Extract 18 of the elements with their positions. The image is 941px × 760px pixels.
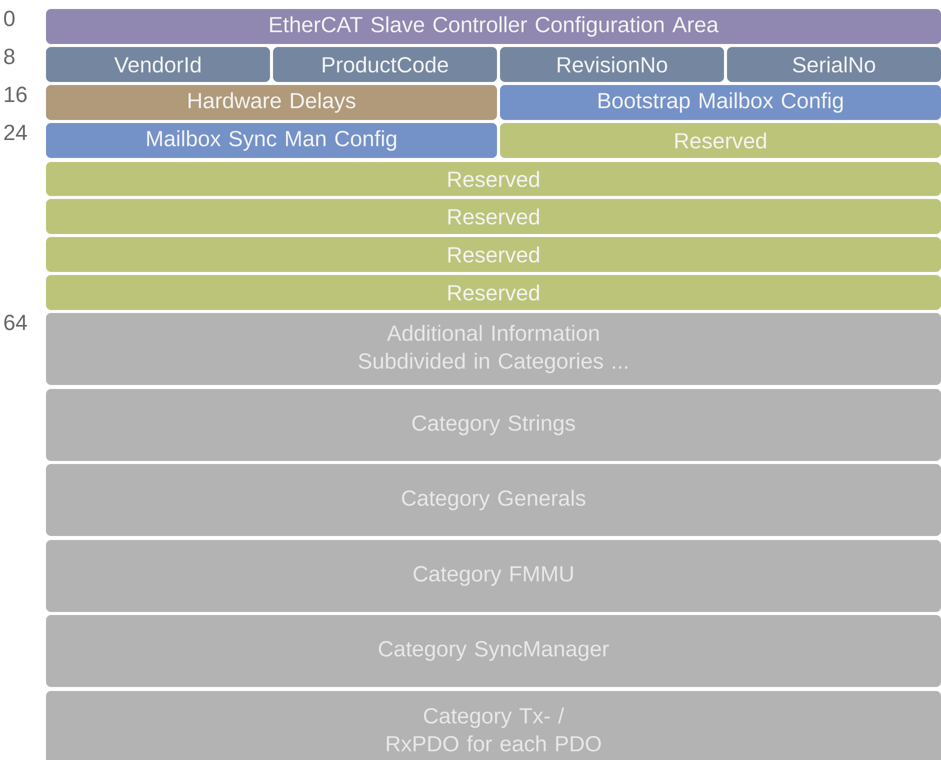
memory-block: ProductCode	[273, 47, 497, 82]
memory-block: SerialNo	[727, 47, 941, 82]
memory-block: Bootstrap Mailbox Config	[500, 85, 941, 120]
memory-block: Reserved	[46, 275, 941, 310]
memory-block: VendorId	[46, 47, 270, 82]
address-label: 0	[4, 10, 15, 26]
address-label: 8	[4, 48, 14, 64]
address-label: 24	[4, 124, 27, 140]
memory-block: RevisionNo	[500, 47, 724, 82]
memory-block: Reserved	[46, 237, 941, 272]
memory-block: Reserved	[500, 123, 941, 158]
memory-block: EtherCAT Slave Controller Configuration Area	[46, 9, 941, 44]
memory-block: Reserved	[46, 199, 941, 234]
address-label: 64	[4, 314, 27, 330]
memory-block: Hardware Delays	[46, 85, 497, 120]
memory-block: Mailbox Sync Man Config	[46, 123, 497, 158]
memory-block: Reserved	[46, 162, 941, 196]
address-label: 16	[4, 86, 27, 102]
